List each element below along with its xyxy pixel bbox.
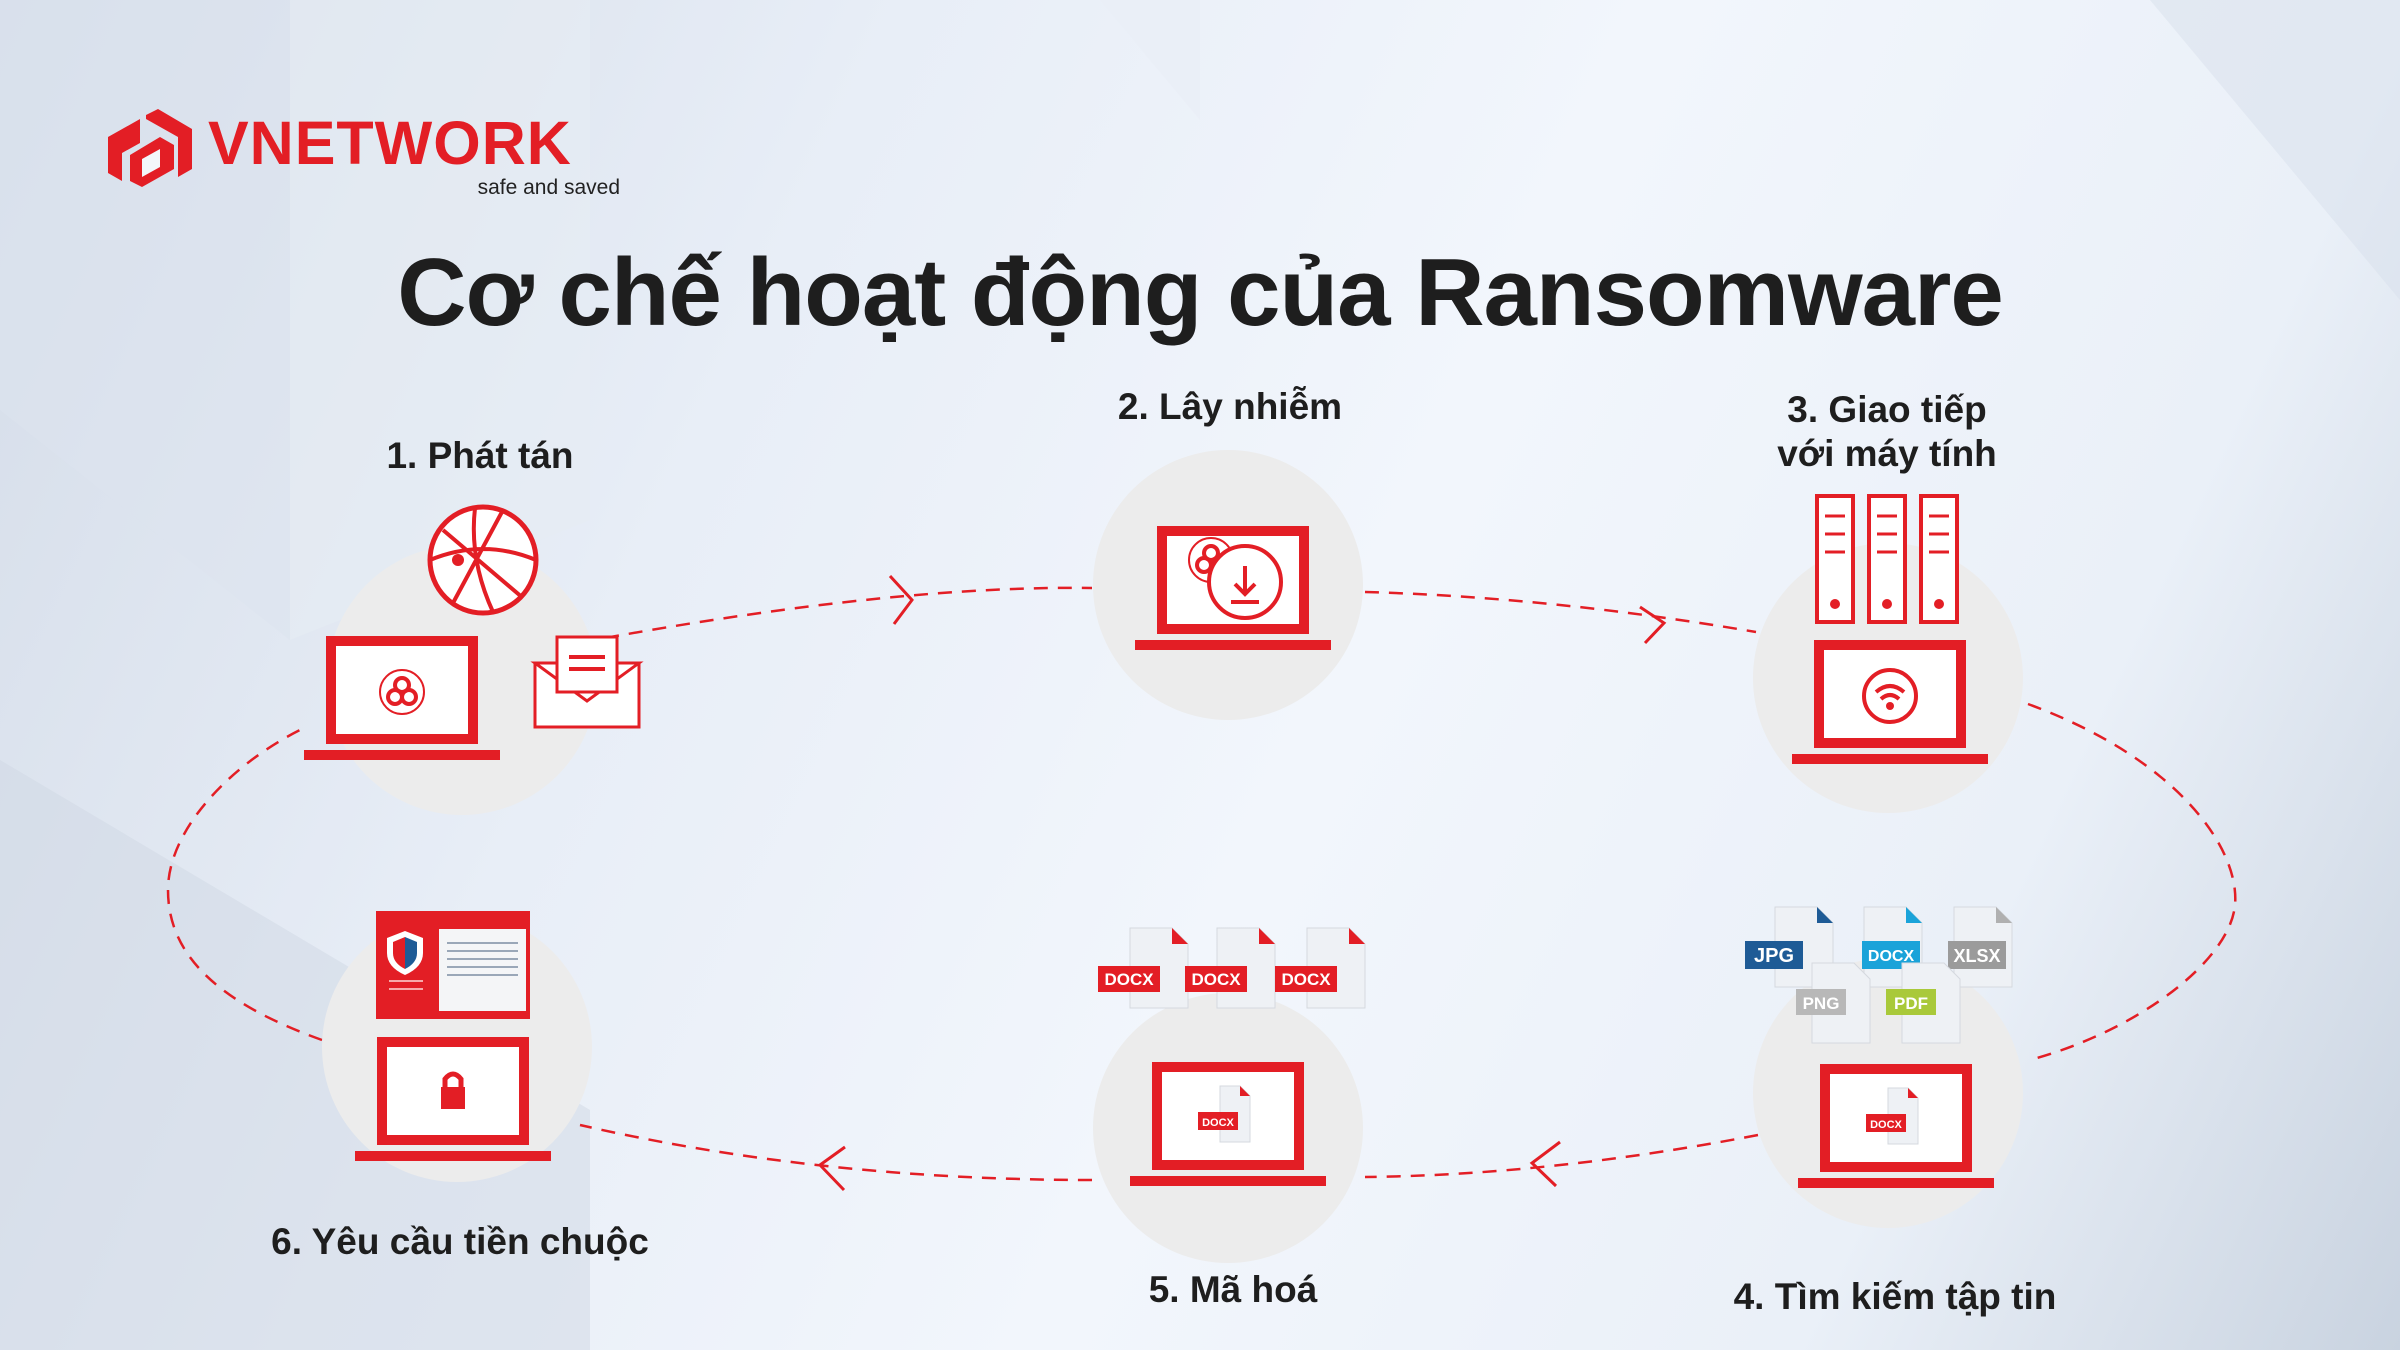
step-1-label: 1. Phát tán: [386, 435, 574, 476]
xlsx-file-icon: XLSX: [1948, 906, 2013, 988]
step-6-illustration: [322, 911, 592, 1182]
laptop-wifi-icon: [1792, 640, 1988, 764]
ransom-note-window-icon: [376, 911, 530, 1019]
jpg-file-label: JPG: [1754, 945, 1794, 967]
step-2-label: 2. Lây nhiễm: [1117, 386, 1343, 427]
brand-logo[interactable]: VNETWORK safe and saved: [100, 103, 620, 203]
xlsx-file-label: XLSX: [1953, 946, 2000, 966]
step-3-illustration: [1753, 494, 2023, 813]
docx-file-label: DOCX: [1191, 970, 1241, 989]
step-1-illustration: [304, 504, 644, 815]
docx-blue-file-label: DOCX: [1868, 948, 1915, 965]
step-6-label: 6. Yêu cầu tiền chuộc: [271, 1221, 649, 1262]
step-5-label: 5. Mã hoá: [1148, 1269, 1318, 1310]
step-3-label-line-1: 3. Giao tiếp: [1787, 389, 1987, 430]
docx-file-label: DOCX: [1104, 970, 1154, 989]
step-3-label-line-2: với máy tính: [1777, 433, 1997, 475]
pdf-file-label: PDF: [1894, 994, 1928, 1013]
vnetwork-logo-icon: [108, 109, 192, 187]
laptop-docx-label: DOCX: [1870, 1119, 1902, 1131]
email-icon: [530, 635, 644, 729]
step-4-label: 4. Tìm kiếm tập tin: [1733, 1276, 2057, 1317]
step-3-label: 3. Giao tiếp với máy tính: [1737, 388, 2037, 477]
file-icons: JPG DOCX XLSX PNG PDF: [1745, 906, 2013, 1044]
docx-file-icon: DOCX: [1275, 927, 1366, 1009]
page-title: Cơ chế hoạt động của Ransomware: [397, 239, 2004, 346]
brand-tagline: safe and saved: [477, 176, 620, 199]
server-rack-icon: [1815, 494, 1959, 624]
docx-file-icon: DOCX: [1098, 927, 1189, 1009]
docx-file-icon: DOCX: [1185, 927, 1276, 1009]
globe-icon: [427, 504, 539, 616]
step-5-illustration: DOCX DOCX DOCX DOCX: [1093, 927, 1366, 1263]
laptop-docx-icon: DOCX: [1798, 1064, 1994, 1188]
laptop-biohazard-icon: [304, 636, 500, 760]
laptop-docx-label: DOCX: [1202, 1117, 1234, 1129]
png-file-label: PNG: [1803, 994, 1840, 1013]
cycle-path: [166, 586, 2237, 1182]
step-4-illustration: JPG DOCX XLSX PNG PDF: [1745, 906, 2023, 1228]
docx-file-icons: DOCX DOCX DOCX: [1098, 927, 1366, 1009]
cycle-arrowheads: [817, 574, 1667, 1192]
laptop-docx-icon: DOCX: [1130, 1062, 1326, 1186]
laptop-biohazard-download-icon: [1135, 526, 1331, 650]
brand-name: VNETWORK: [208, 109, 572, 177]
pdf-file-icon: PDF: [1886, 962, 1961, 1044]
docx-file-label: DOCX: [1281, 970, 1331, 989]
shield-icon: [387, 931, 423, 975]
laptop-lock-icon: [355, 1037, 551, 1161]
step-2-illustration: [1093, 450, 1363, 720]
png-file-icon: PNG: [1796, 962, 1871, 1044]
